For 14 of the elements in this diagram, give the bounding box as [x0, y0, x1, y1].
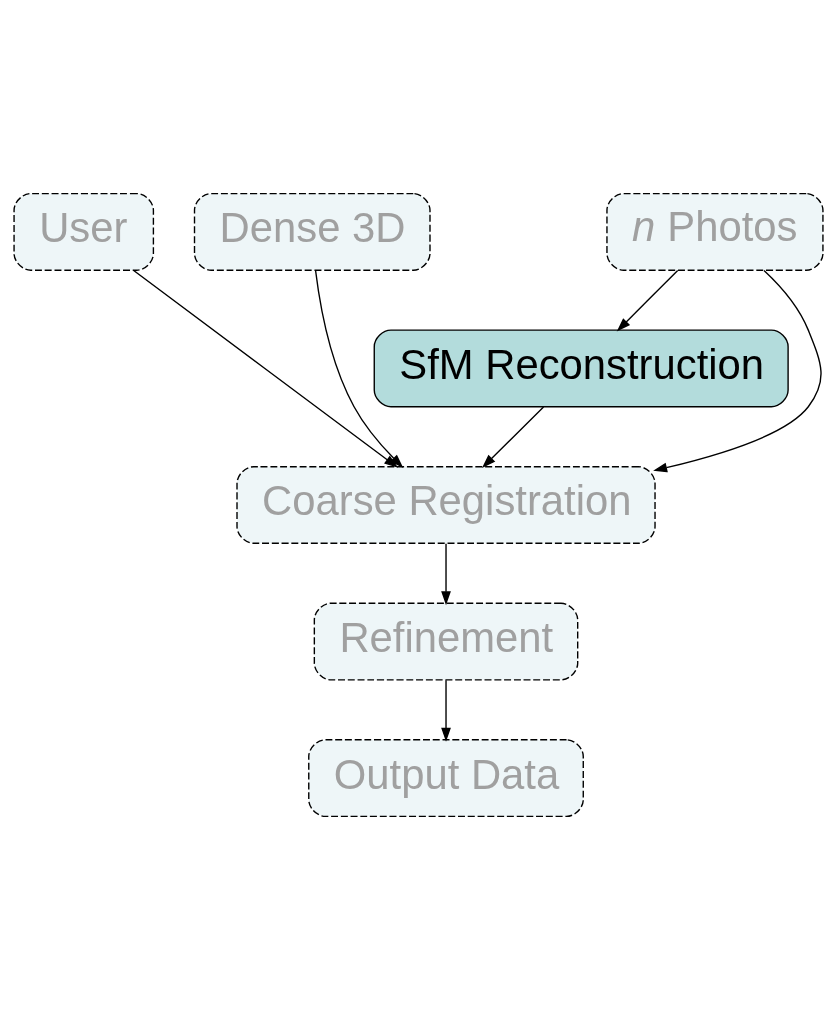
- node-box: Dense 3D: [193, 192, 431, 271]
- node-box: Output Data: [308, 739, 584, 818]
- arrow: [616, 269, 679, 332]
- node-box: Coarse Registration: [236, 466, 656, 544]
- arrow: [481, 406, 545, 468]
- node-box: Refinement: [313, 602, 579, 681]
- arrow: [653, 269, 822, 473]
- arrow: [314, 269, 404, 468]
- arrow: [441, 542, 451, 606]
- node-box: User: [13, 192, 155, 271]
- node-box: n Photos: [606, 192, 824, 271]
- arrow: [132, 269, 399, 468]
- node-box: SfM Reconstruction: [373, 329, 789, 408]
- arrow: [441, 679, 451, 742]
